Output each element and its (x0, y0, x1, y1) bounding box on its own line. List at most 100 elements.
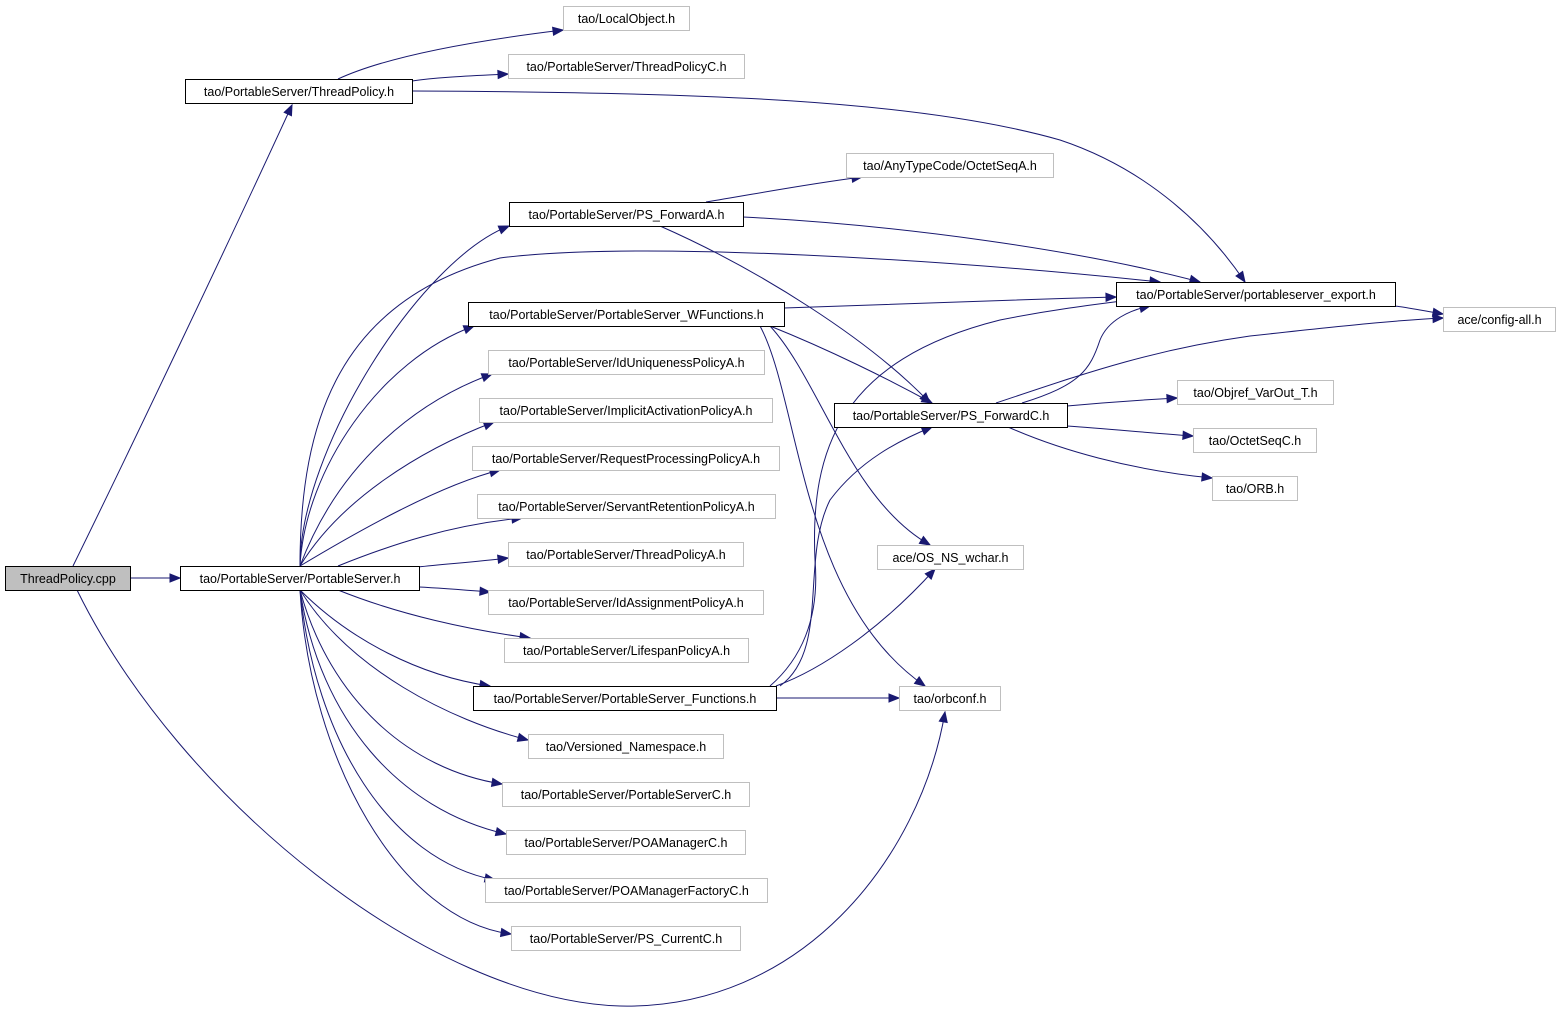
node-label: tao/PortableServer/PS_ForwardC.h (853, 409, 1050, 423)
node-n24[interactable]: tao/Versioned_Namespace.h (528, 734, 724, 759)
node-n25[interactable]: tao/PortableServer/PortableServerC.h (502, 782, 750, 807)
edge-line (411, 73, 509, 82)
edge-line (1021, 305, 1151, 404)
node-box[interactable] (472, 446, 780, 471)
edge-line (769, 325, 933, 404)
node-n17[interactable]: tao/PortableServer/ThreadPolicyA.h (508, 542, 744, 567)
edge-line (1066, 397, 1178, 407)
node-box[interactable] (185, 79, 413, 104)
node-box[interactable] (477, 494, 776, 519)
edge-n19-n20 (418, 586, 492, 596)
arrowhead (497, 225, 511, 235)
arrowhead (1201, 472, 1214, 482)
node-box[interactable] (1443, 307, 1556, 332)
node-n5[interactable]: tao/AnyTypeCode/OctetSeqA.h (846, 153, 1054, 178)
node-box[interactable] (877, 545, 1024, 570)
node-n23[interactable]: tao/orbconf.h (899, 686, 1001, 711)
node-box[interactable] (563, 6, 690, 31)
node-n28[interactable]: tao/PortableServer/PS_CurrentC.h (511, 926, 741, 951)
node-n3[interactable]: tao/PortableServer/ThreadPolicyC.h (508, 54, 745, 79)
node-n21[interactable]: tao/PortableServer/LifespanPolicyA.h (504, 638, 749, 663)
node-n6[interactable]: tao/PortableServer/PS_ForwardA.h (509, 202, 744, 227)
edge-n4-n8 (1394, 305, 1445, 317)
edge-n7-n12 (769, 325, 934, 404)
node-label: tao/orbconf.h (914, 692, 987, 706)
edge-line (1066, 425, 1194, 437)
node-label: tao/PortableServer/ThreadPolicyC.h (526, 60, 726, 74)
node-box[interactable] (506, 830, 746, 855)
edge-n19-n26 (299, 589, 508, 837)
node-label: ace/config-all.h (1457, 313, 1541, 327)
node-box[interactable] (1177, 380, 1334, 405)
node-box[interactable] (488, 590, 764, 615)
node-n0[interactable]: ThreadPolicy.cpp (5, 566, 131, 591)
edge-n19-n16 (337, 514, 524, 567)
node-label: tao/PortableServer/PortableServerC.h (521, 788, 732, 802)
arrowhead (1432, 313, 1445, 324)
node-n22[interactable]: tao/PortableServer/PortableServer_Functi… (473, 686, 777, 711)
node-box[interactable] (504, 638, 749, 663)
node-n2[interactable]: tao/LocalObject.h (563, 6, 690, 31)
node-box[interactable] (1212, 476, 1298, 501)
node-n9[interactable]: tao/PortableServer/IdUniquenessPolicyA.h (488, 350, 765, 375)
edge-n19-n14 (299, 468, 502, 567)
node-n7[interactable]: tao/PortableServer/PortableServer_WFunct… (468, 302, 785, 327)
node-label: tao/Objref_VarOut_T.h (1193, 386, 1317, 400)
edge-line (76, 589, 946, 1007)
edge-line (337, 589, 531, 639)
edge-n12-n15 (1007, 426, 1214, 482)
node-n16[interactable]: tao/PortableServer/ServantRetentionPolic… (477, 494, 776, 519)
node-box[interactable] (5, 566, 131, 591)
node-box[interactable] (528, 734, 724, 759)
arrowhead (480, 373, 494, 383)
arrowhead (1166, 393, 1179, 404)
node-box[interactable] (846, 153, 1054, 178)
node-label: tao/PortableServer/ImplicitActivationPol… (500, 404, 753, 418)
node-n11[interactable]: tao/PortableServer/ImplicitActivationPol… (479, 398, 773, 423)
edge-n19-n28 (299, 589, 513, 938)
node-label: tao/PortableServer/RequestProcessingPoli… (492, 452, 760, 466)
node-box[interactable] (479, 398, 773, 423)
node-box[interactable] (1116, 282, 1396, 307)
node-label: tao/PortableServer/ServantRetentionPolic… (498, 500, 754, 514)
node-box[interactable] (899, 686, 1001, 711)
node-n26[interactable]: tao/PortableServer/POAManagerC.h (506, 830, 746, 855)
edge-line (299, 589, 496, 881)
node-label: tao/PortableServer/PortableServer_Functi… (494, 692, 757, 706)
node-label: tao/PortableServer/ThreadPolicy.h (204, 85, 394, 99)
node-label: tao/PortableServer/LifespanPolicyA.h (523, 644, 730, 658)
node-box[interactable] (509, 202, 744, 227)
arrowhead (499, 927, 513, 938)
node-n27[interactable]: tao/PortableServer/POAManagerFactoryC.h (485, 878, 768, 903)
node-n15[interactable]: tao/ORB.h (1212, 476, 1298, 501)
arrowhead (920, 426, 934, 436)
node-box[interactable] (468, 302, 785, 327)
node-n13[interactable]: tao/OctetSeqC.h (1193, 428, 1317, 453)
node-n14[interactable]: tao/PortableServer/RequestProcessingPoli… (472, 446, 780, 471)
node-box[interactable] (502, 782, 750, 807)
node-box[interactable] (473, 686, 777, 711)
arrowhead (552, 26, 565, 36)
edge-line (299, 589, 529, 741)
node-n4[interactable]: tao/PortableServer/portableserver_export… (1116, 282, 1396, 307)
node-box[interactable] (488, 350, 765, 375)
node-box[interactable] (508, 542, 744, 567)
arrowhead (938, 710, 948, 724)
node-box[interactable] (511, 926, 741, 951)
node-n8[interactable]: ace/config-all.h (1443, 307, 1556, 332)
node-n12[interactable]: tao/PortableServer/PS_ForwardC.h (834, 403, 1068, 428)
node-box[interactable] (834, 403, 1068, 428)
edge-n0-n1 (72, 103, 293, 567)
node-label: tao/OctetSeqC.h (1209, 434, 1301, 448)
node-n18[interactable]: ace/OS_NS_wchar.h (877, 545, 1024, 570)
node-n20[interactable]: tao/PortableServer/IdAssignmentPolicyA.h (488, 590, 764, 615)
arrowhead (1431, 307, 1445, 317)
node-n19[interactable]: tao/PortableServer/PortableServer.h (180, 566, 420, 591)
node-box[interactable] (1193, 428, 1317, 453)
node-box[interactable] (180, 566, 420, 591)
node-n1[interactable]: tao/PortableServer/ThreadPolicy.h (185, 79, 413, 104)
node-n10[interactable]: tao/Objref_VarOut_T.h (1177, 380, 1334, 405)
node-label: tao/PortableServer/IdUniquenessPolicyA.h (508, 356, 744, 370)
node-box[interactable] (508, 54, 745, 79)
node-box[interactable] (485, 878, 768, 903)
